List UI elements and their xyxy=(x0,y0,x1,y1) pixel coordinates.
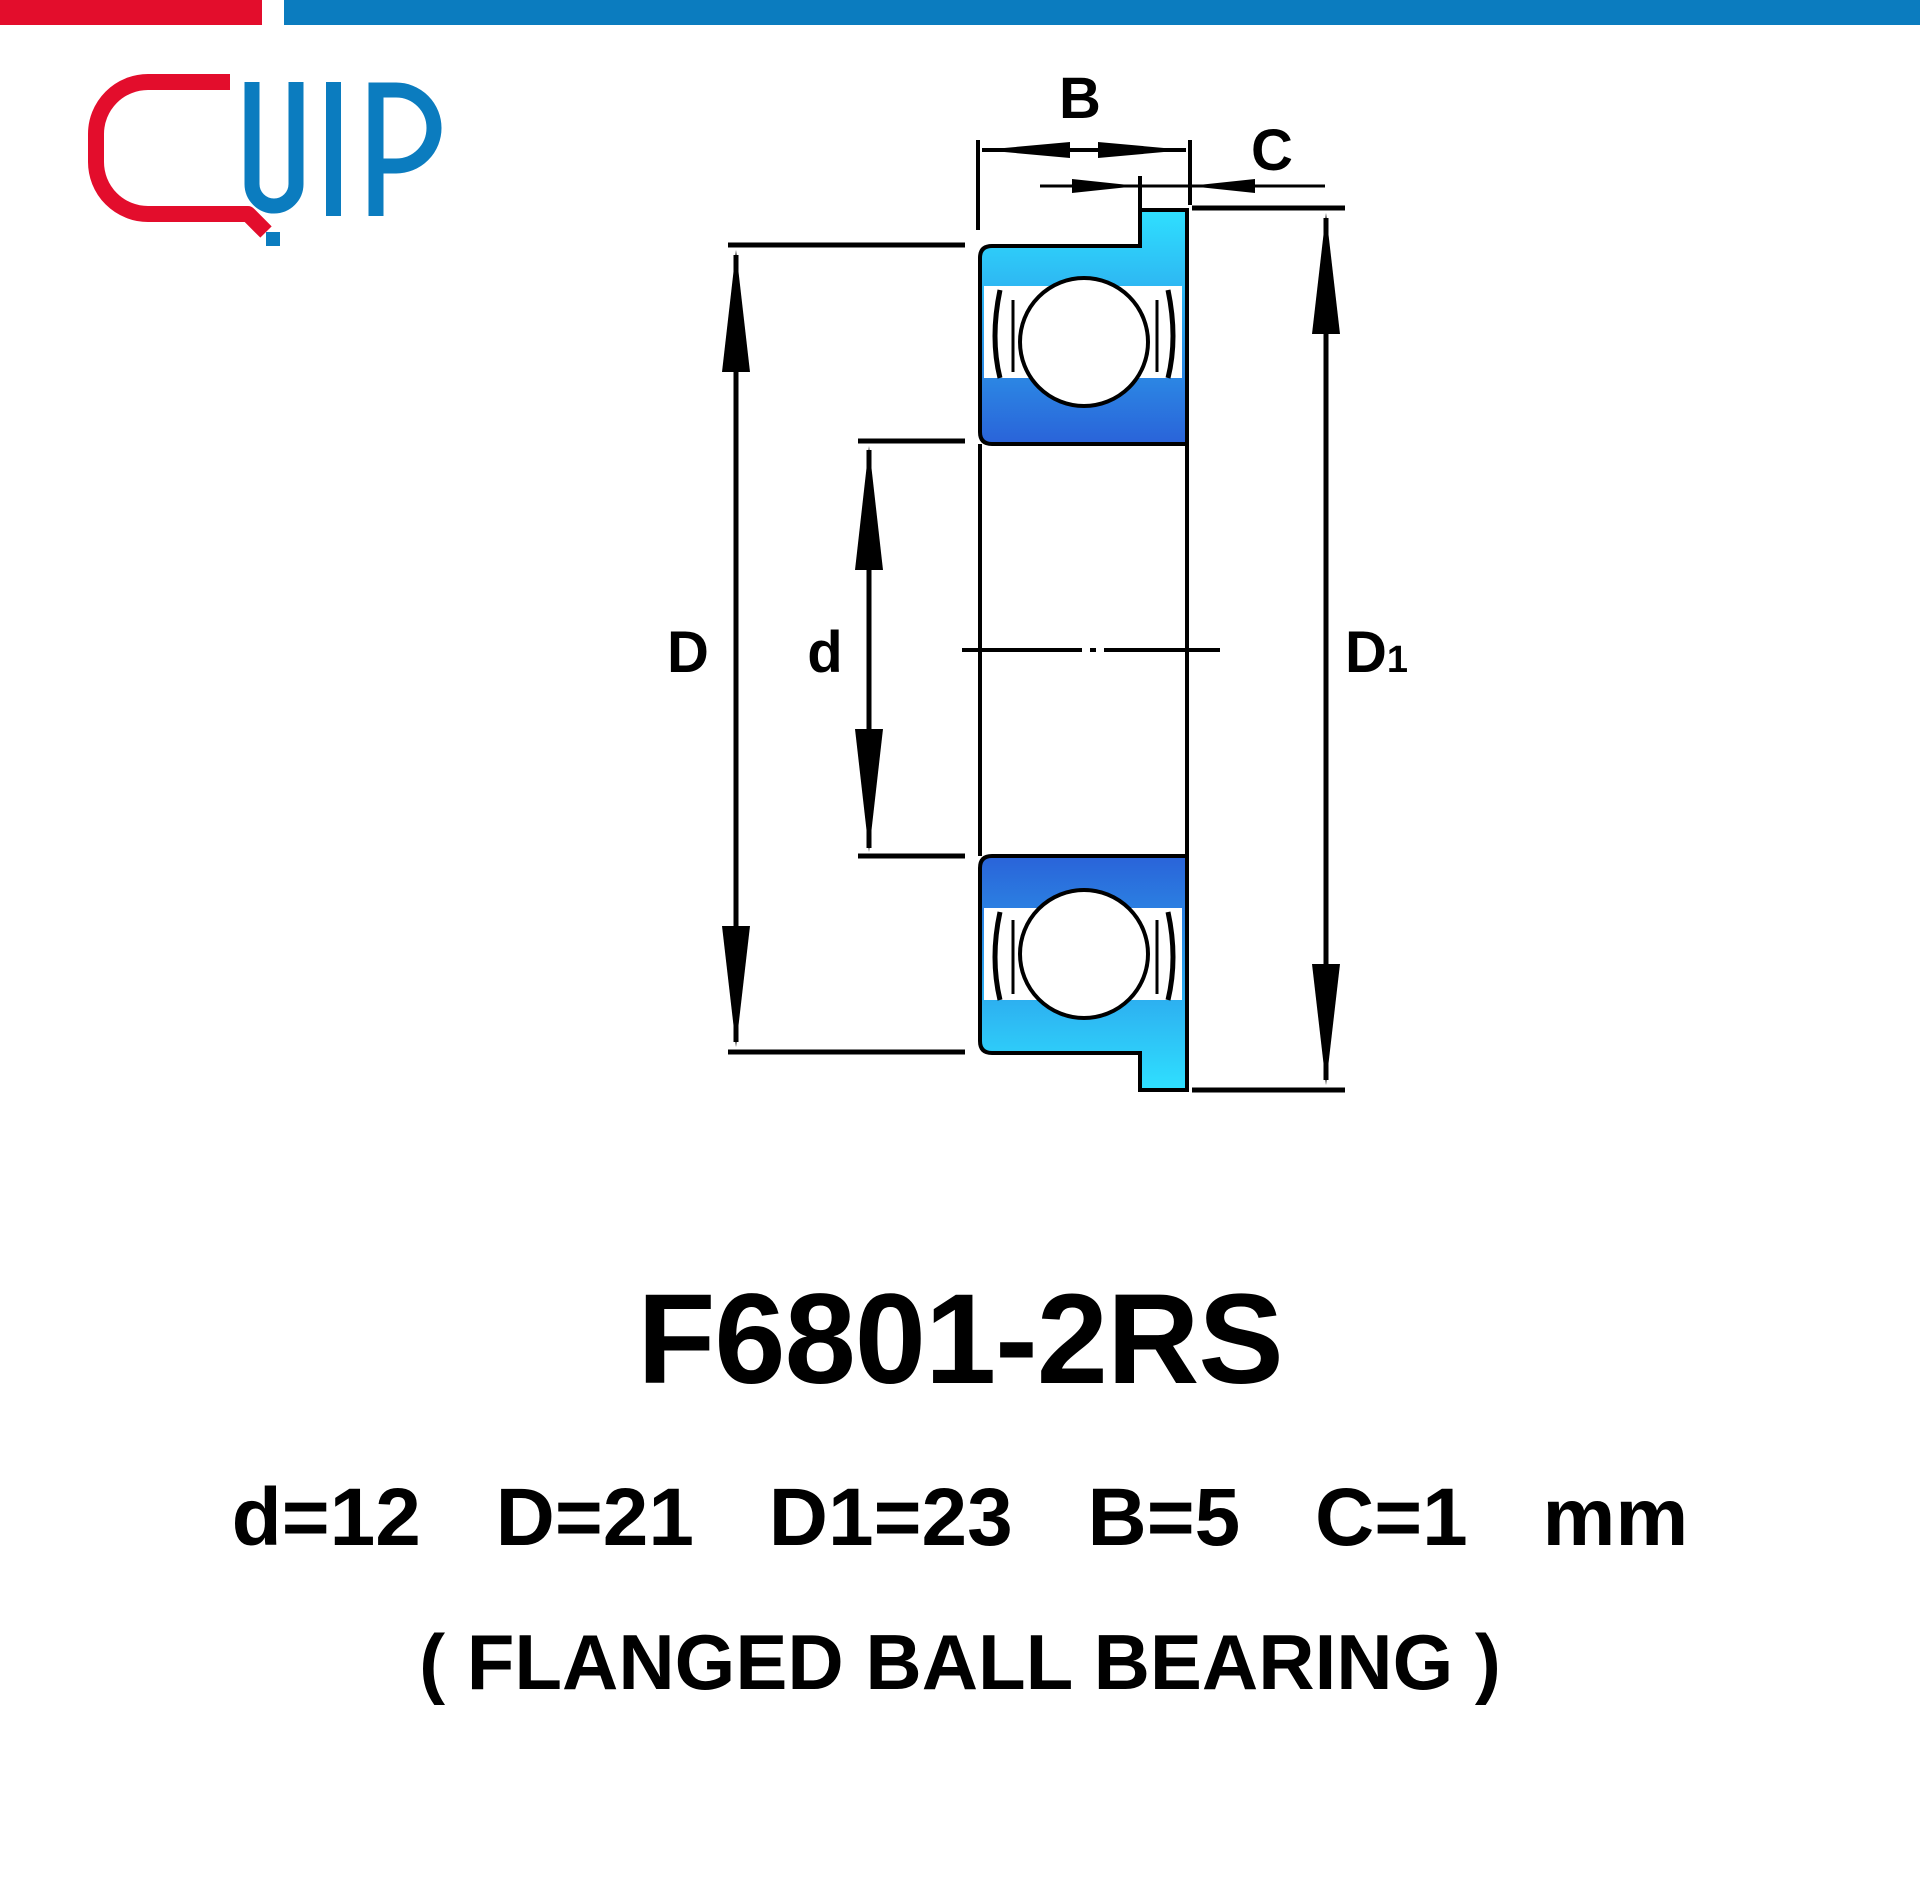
label-D1: D1 xyxy=(1345,620,1408,685)
bearing-bottom-section xyxy=(978,854,1189,1092)
dimension-d: d xyxy=(807,438,965,859)
bearing-type: ( FLANGED BALL BEARING ) xyxy=(419,1618,1501,1706)
dimensions-line: d=12 D=21 D1=23 B=5 C=1 mm xyxy=(0,1468,1920,1568)
dim-B: B=5 xyxy=(1087,1472,1241,1563)
dim-D: D=21 xyxy=(495,1472,694,1563)
bearing-diagram: D d D1 B C xyxy=(667,66,1408,1093)
label-C: C xyxy=(1251,118,1293,183)
dimension-D: D xyxy=(667,242,965,1055)
quip-logo xyxy=(88,74,442,246)
dimension-C: C xyxy=(1040,118,1325,210)
dim-C: C=1 xyxy=(1315,1472,1468,1563)
label-D1-sub: 1 xyxy=(1387,639,1408,681)
dim-d: d=12 xyxy=(231,1472,421,1563)
top-bar-red xyxy=(0,0,262,25)
label-D: D xyxy=(667,620,709,685)
dim-unit: mm xyxy=(1542,1472,1689,1563)
top-bar-blue xyxy=(284,0,1920,25)
bearing-top-section xyxy=(978,208,1189,446)
dimension-D1: D1 xyxy=(1192,205,1408,1093)
model-title: F6801-2RS xyxy=(637,1268,1284,1411)
dim-D1: D1=23 xyxy=(768,1472,1013,1563)
label-D1-main: D xyxy=(1345,620,1387,685)
label-d: d xyxy=(807,620,842,685)
dimension-B: B xyxy=(976,66,1192,230)
label-B: B xyxy=(1059,66,1101,131)
